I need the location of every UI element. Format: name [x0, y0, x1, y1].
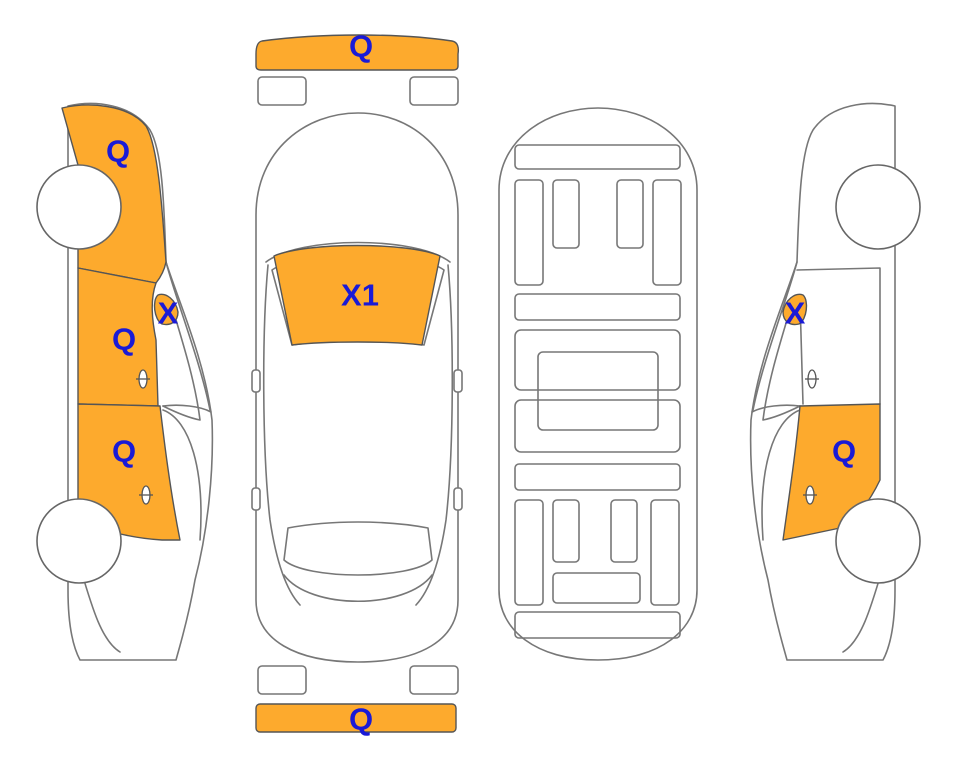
front-bumper[interactable]: [255, 34, 460, 71]
underbody-outline: [498, 107, 698, 661]
damage-label-left-mirror: X: [158, 296, 179, 331]
underbody-rear-crossmember: [514, 611, 681, 639]
right-side-view: [749, 102, 921, 661]
rear-bumper[interactable]: [255, 703, 457, 733]
rear-right-light: [409, 665, 459, 695]
right-belt-line: [751, 404, 801, 413]
damage-label-right-mirror: X: [785, 296, 806, 331]
right-front-wheel: [835, 164, 921, 250]
right-rear-wheel: [835, 498, 921, 584]
top-left-pillar: [262, 264, 301, 606]
left-front-door[interactable]: [77, 267, 159, 407]
damage-label-left-front-fender: Q: [106, 134, 130, 169]
underbody-front-right-rail: [652, 179, 682, 286]
underbody-center-frame: [514, 329, 681, 391]
underbody-front-crossmember: [514, 144, 681, 170]
top-rear-window: [283, 521, 433, 576]
underbody-front-right-arm: [616, 179, 644, 249]
underbody-rear-frame: [514, 399, 681, 453]
left-window-inner: [162, 299, 201, 421]
left-side-view: [36, 102, 214, 661]
damage-labels: Q Q X1 Q X Q Q X Q: [106, 29, 856, 737]
left-mirror[interactable]: [153, 293, 179, 326]
right-lower-line: [761, 409, 801, 541]
top-left-rear-handle: [251, 487, 261, 511]
left-front-door-handle[interactable]: [136, 369, 150, 389]
underbody-mid-rear-bar: [514, 463, 681, 491]
damage-label-roof-panel: X1: [341, 278, 379, 313]
front-left-light: [257, 76, 307, 106]
top-left-mirror: [251, 369, 261, 393]
top-right-mirror: [453, 369, 463, 393]
top-right-pillar: [415, 264, 454, 606]
right-front-door-edge: [796, 267, 881, 405]
damage-label-left-front-door: Q: [112, 322, 136, 357]
right-window-line: [752, 261, 798, 411]
left-belt-line: [162, 404, 212, 413]
underbody-rear-right-arm: [610, 499, 638, 563]
left-rear-wheel: [36, 498, 122, 584]
damage-label-front-bumper: Q: [349, 29, 373, 64]
damage-label-rear-bumper: Q: [349, 702, 373, 737]
underbody-front-left-arm: [552, 179, 580, 249]
left-lower-line: [162, 409, 202, 541]
top-right-rear-handle: [453, 487, 463, 511]
rear-left-light: [257, 665, 307, 695]
left-front-wheel: [36, 164, 122, 250]
underbody-front-left-rail: [514, 179, 544, 286]
damage-label-right-rear-door: Q: [832, 434, 856, 469]
underbody-view: [498, 107, 698, 661]
damage-label-left-rear-door: Q: [112, 434, 136, 469]
underbody-rear-left-arm: [552, 499, 580, 563]
top-trunk-line: [283, 574, 433, 603]
left-rear-door-handle[interactable]: [139, 485, 153, 505]
roof-panel[interactable]: [273, 244, 441, 346]
underbody-rear-right-rail: [650, 499, 680, 606]
underbody-exhaust: [552, 572, 641, 604]
top-view: [251, 34, 463, 733]
left-window-line: [165, 261, 211, 411]
underbody-mid-front-bar: [514, 293, 681, 321]
right-front-door-handle[interactable]: [805, 369, 819, 389]
right-rear-door-handle[interactable]: [803, 485, 817, 505]
underbody-rear-left-rail: [514, 499, 544, 606]
right-window-inner: [762, 299, 801, 421]
front-right-light: [409, 76, 459, 106]
underbody-center-pan: [537, 351, 659, 431]
right-mirror[interactable]: [782, 293, 808, 326]
